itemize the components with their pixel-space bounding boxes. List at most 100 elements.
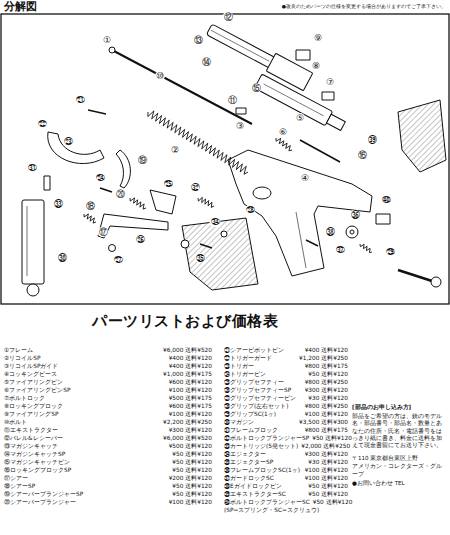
grip-screw-head — [431, 277, 441, 287]
callout-number: ㊱ — [350, 210, 361, 220]
magazine-well-line — [296, 212, 306, 268]
callout-number: ⑪ — [227, 95, 238, 105]
part-price: ¥100 送料¥120 — [169, 498, 212, 506]
part-name: ㉝カートリッジ(5発セット) — [224, 442, 298, 450]
sear-bar — [98, 214, 168, 238]
order-info: ●お問い合わせ TEL — [352, 480, 446, 487]
part-name: ㉙グリップSC(1ヶ) — [224, 410, 276, 418]
part-name: ㉖グリップセフティーSP — [224, 386, 291, 394]
callout-number: ② — [170, 145, 180, 155]
callout-number: ㉜ — [190, 183, 201, 193]
part-price: ¥100 送料¥120 — [305, 466, 348, 474]
part-name: ㉑シアーピボットピン — [224, 346, 284, 354]
diagram-border — [1, 14, 449, 304]
part-price: ¥6,000 送料¥520 — [163, 346, 212, 354]
screw — [109, 245, 116, 252]
part-name: ㉘グリップ(左右セット) — [224, 402, 289, 410]
part-price: ¥800 送料¥250 — [305, 402, 348, 410]
part-name: ⑳シアーバープランジャー — [4, 498, 76, 506]
callout-number: ㉟ — [195, 253, 206, 263]
callout-number: ⑮ — [251, 83, 262, 93]
coil-spring — [198, 197, 214, 207]
part-name: ⑩ボルト — [4, 418, 27, 426]
part-price: ¥6,000 送料¥520 — [163, 434, 212, 442]
pin — [100, 188, 112, 192]
grip-screw-shaft — [398, 270, 432, 281]
screw — [181, 240, 189, 248]
callout-number: ① — [102, 35, 112, 45]
callout-number: ㉗ — [113, 255, 124, 265]
firing-pin — [300, 140, 340, 162]
callout-number: ㉝ — [53, 199, 64, 209]
callout-number: ㉛ — [27, 163, 38, 173]
part-price: ¥50 送料¥120 — [172, 458, 212, 466]
part-price: ¥400 送料¥120 — [169, 362, 212, 370]
part-price: ¥1,000 送料¥175 — [163, 370, 212, 378]
part-name: ⑯ロッキングブロックSP — [4, 466, 71, 474]
right-grip-panel — [398, 100, 446, 172]
part-name: ③リコイルSPガイド — [4, 362, 58, 370]
bolt-body — [254, 74, 332, 126]
coil-spring — [360, 244, 372, 253]
part-price: ¥100 送料¥120 — [169, 410, 212, 418]
part-name: ⑭マガジンキャッチSP — [4, 450, 65, 458]
callout-number: ㊳ — [325, 227, 336, 237]
part-name: ⑮マガジンキャッチピン — [4, 458, 70, 466]
part-name: ⑰シアー — [4, 474, 28, 482]
part-price: ¥800 送料¥250 — [305, 378, 348, 386]
callout-number: ⑳ — [115, 189, 126, 199]
callout-number: ㉚ — [57, 253, 68, 263]
callout-number: ⑫ — [223, 12, 234, 22]
callout-number: ㉘ — [245, 205, 256, 215]
frame-block-screw — [346, 226, 358, 238]
callout-number: ⑤ — [295, 113, 305, 123]
magazine-knob — [27, 284, 39, 296]
part-price: ¥50 送料¥120 — [172, 450, 212, 458]
part-price: ¥500 送料¥120 — [169, 442, 212, 450]
callout-number: ⑭ — [201, 57, 212, 67]
part-price: ¥2,000 送料¥250 — [301, 442, 350, 450]
notice-text: ●改良のためパーツの仕様を変更する場合がありますのでご了承下さい。 — [282, 4, 446, 10]
callout-number: ⑱ — [85, 201, 96, 211]
callout-number: ㊵ — [381, 195, 392, 205]
part-name: ⑪エキストラクター — [4, 426, 58, 434]
cocking-piece — [327, 114, 346, 130]
screw — [221, 231, 227, 237]
callout-number: ⑯ — [357, 150, 368, 160]
part-price: ¥50 送料¥120 — [312, 434, 352, 442]
part-name: ①フレーム — [4, 346, 33, 354]
magazine-slot — [27, 206, 28, 276]
coil-spring — [130, 198, 146, 209]
callout-number: ⑬ — [193, 35, 204, 45]
part-price: ¥30 送料¥120 — [308, 394, 348, 402]
part-name: ⑥ファイアリングピンSP — [4, 386, 70, 394]
coil-spring — [148, 111, 248, 174]
bore-line — [211, 30, 269, 61]
callout-number: ㉓ — [63, 137, 74, 147]
order-info: アメリカン・コレクターズ・グループ — [352, 463, 446, 477]
callout-number: ⑧ — [311, 61, 321, 71]
part-name: ⑬マガジンキャッチ — [4, 442, 58, 450]
pin — [200, 244, 212, 248]
part-price: ¥50 送料¥120 — [172, 482, 212, 490]
callout-number: ㉕ — [163, 179, 174, 189]
callout-number: ⑥ — [278, 127, 288, 137]
part-name: ㊱フレームブロックSC(1ヶ) — [224, 466, 300, 474]
part-name: ⑲シアーバープランジャーSP — [4, 490, 83, 498]
part-name: ㊲ガードロックSC — [224, 474, 274, 482]
diagram-title: 分解図 — [4, 1, 37, 13]
callout-number: ④ — [300, 173, 310, 183]
callout-number: ⑩ — [155, 71, 165, 81]
part-price: ¥50 送料¥120 — [308, 482, 348, 490]
cartridge — [44, 176, 50, 190]
callout-number: ㊲ — [335, 245, 346, 255]
part-price: ¥400 送料¥120 — [169, 354, 212, 362]
screw-slot — [350, 230, 354, 234]
left-grip-panel — [182, 218, 258, 290]
part-name: ㉒トリガーガード — [224, 354, 272, 362]
callout-number: ⑦ — [325, 77, 335, 87]
callout-number: ㉖ — [135, 235, 146, 245]
part-price: ¥600 送料¥175 — [169, 402, 212, 410]
part-price: ¥800 送料¥175 — [305, 362, 348, 370]
part-price: ¥30 送料¥120 — [308, 458, 348, 466]
